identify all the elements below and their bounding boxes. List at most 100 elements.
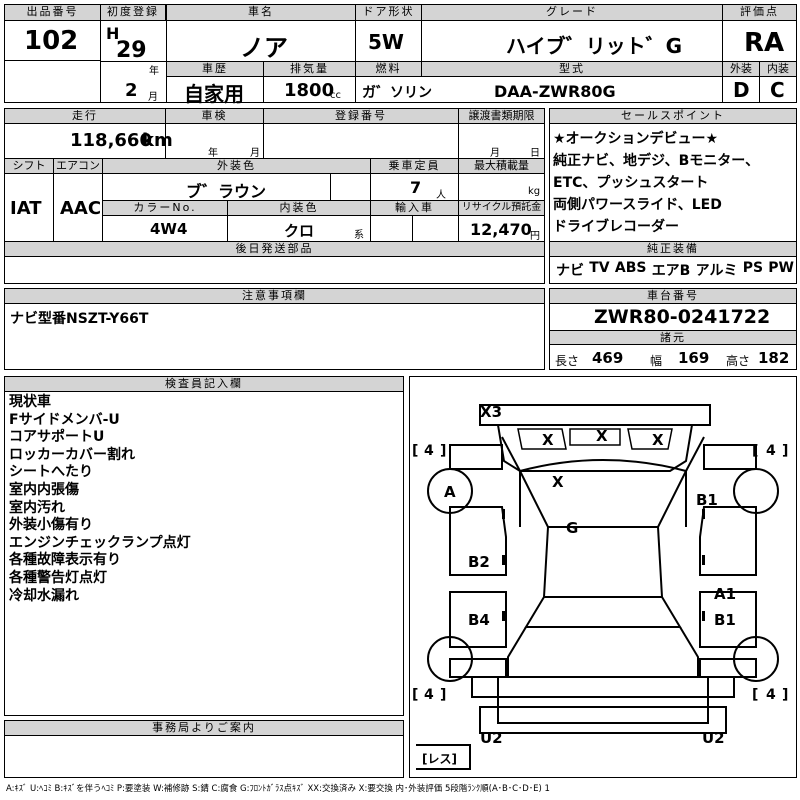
- door-type: 5W: [368, 30, 404, 54]
- equip-list: ナビ TV ABS エアB アルミ PS PW: [556, 260, 794, 280]
- sales-line: ドライブレコーダー: [553, 219, 679, 235]
- name-label: 車名: [166, 4, 356, 21]
- divider: [166, 4, 167, 62]
- shift-label: シフト: [4, 158, 54, 174]
- tire-label: 4: [766, 687, 776, 703]
- disp-unit: cc: [330, 90, 341, 101]
- tire-label: 4: [766, 443, 776, 459]
- displacement: 1800: [284, 80, 335, 101]
- sales-line: ETC、プッシュスタート: [553, 175, 709, 191]
- recycle-label: リサイクル預託金: [458, 200, 545, 216]
- office-label: 事務局よりご案内: [4, 720, 404, 736]
- equip-item: ナビ: [556, 263, 584, 279]
- transfer-day: 日: [530, 148, 540, 159]
- chassis-number: ZWR80-0241722: [594, 306, 771, 328]
- reg-year: 29: [116, 38, 147, 63]
- inspector-lines: 現状車 Fサイドメンバ-U コアサポートU ロッカーカバー割れ シートへたり 室…: [9, 394, 191, 605]
- bracket: ]: [440, 687, 446, 703]
- mileage-label: 走行: [4, 108, 166, 124]
- inspector-line: 各種故障表示有り: [9, 552, 121, 569]
- transfer-label: 譲渡書類期限: [458, 108, 545, 124]
- regno-label: 登録番号: [263, 108, 459, 124]
- equip-item: ABS: [614, 260, 647, 276]
- lot-label: 出品番号: [4, 4, 101, 21]
- interior-unit: 系: [354, 230, 364, 241]
- divider: [100, 4, 101, 103]
- inspector-line: Fサイドメンバ-U: [9, 411, 120, 428]
- reg-month: 2: [125, 80, 138, 101]
- equip-item: PW: [768, 260, 794, 276]
- ext-label: 外装: [722, 61, 760, 77]
- inspector-line: 各種警告灯点灯: [9, 569, 107, 586]
- history: 自家用: [184, 82, 244, 106]
- damage-mark-u2-right: U2: [702, 729, 725, 747]
- divider: [421, 4, 422, 62]
- interior-color: クロ: [284, 222, 315, 240]
- sales-line: ★オークションデビュー★: [553, 131, 719, 147]
- divider: [263, 108, 264, 159]
- grade: ハイブ゛リット゛G: [506, 34, 683, 58]
- car-name: ノア: [240, 34, 288, 62]
- mileage: 118,660: [70, 130, 152, 151]
- damage-mark-x-left: X: [542, 431, 554, 449]
- recycle-unit: 円: [530, 231, 540, 242]
- damage-mark-x-hood: X: [552, 473, 564, 491]
- length-label: 長さ: [555, 354, 580, 368]
- later-parts-label: 後日発送部品: [4, 241, 545, 257]
- damage-mark-x-right: X: [652, 431, 664, 449]
- capacity: 7: [410, 178, 422, 197]
- width: 169: [678, 349, 710, 367]
- equip-item: TV: [589, 260, 610, 276]
- damage-mark-b1-top: B1: [696, 491, 718, 509]
- inspector-line: 室内内張傷: [9, 481, 79, 498]
- damage-mark-x-mid: X: [596, 427, 608, 445]
- inspector-line: 外装小傷有り: [9, 517, 93, 534]
- divider: [166, 61, 167, 103]
- reg-month-unit: 月: [148, 92, 158, 103]
- length: 469: [592, 349, 624, 367]
- notes-label: 注意事項欄: [4, 288, 545, 304]
- bracket: [: [752, 687, 758, 703]
- damage-mark-g: G: [566, 519, 578, 537]
- equip-item: アルミ: [695, 263, 738, 279]
- inspector-line: コアサポートU: [9, 429, 105, 446]
- dims-label: 諸元: [549, 330, 797, 345]
- equip-item: エアB: [651, 263, 691, 279]
- divider: [458, 108, 459, 159]
- divider: [4, 60, 101, 61]
- inspector-line: ロッカーカバー割れ: [9, 446, 135, 463]
- int-label: 内装: [759, 61, 797, 77]
- divider: [355, 61, 356, 103]
- height-label: 高さ: [726, 354, 751, 368]
- color-label: 外装色: [102, 158, 371, 174]
- sales-line: 純正ナビ、地デジ、Bモニター、: [553, 153, 760, 169]
- reg-era: H: [106, 24, 120, 43]
- fuel-label: 燃料: [355, 61, 422, 77]
- score-label: 評価点: [722, 4, 797, 21]
- divider: [412, 216, 413, 242]
- inspect-year: 年: [208, 148, 218, 159]
- color: ブ゛ラウン: [186, 182, 267, 201]
- damage-mark-x3: X3: [480, 403, 502, 421]
- damage-mark-u2-left: U2: [480, 729, 503, 747]
- load-unit: kg: [528, 186, 541, 197]
- damage-mark-b2: B2: [468, 553, 490, 571]
- legend: A:ｷｽﾞ U:ﾍｺﾐ B:ｷｽﾞを伴うﾍｺﾐ P:要塗装 W:補修跡 S:錆 …: [6, 784, 550, 794]
- sales-lines: ★オークションデビュー★ 純正ナビ、地デジ、Bモニター、 ETC、プッシュスター…: [553, 128, 759, 238]
- inspector-line: 室内汚れ: [9, 499, 65, 516]
- divider: [53, 158, 54, 242]
- divider: [330, 174, 331, 200]
- damage-mark-a1: A1: [714, 585, 736, 603]
- ext-grade: D: [733, 78, 750, 102]
- interior-label: 内装色: [227, 200, 371, 216]
- cap-label: 乗車定員: [370, 158, 459, 174]
- equip-label: 純正装備: [549, 241, 797, 257]
- divider: [722, 4, 723, 103]
- divider: [227, 200, 228, 242]
- inspector-line: 冷却水漏れ: [9, 587, 79, 604]
- divider: [263, 61, 264, 103]
- height: 182: [758, 349, 790, 367]
- inspect-label: 車検: [165, 108, 264, 124]
- damage-mark-b1-bottom: B1: [714, 611, 736, 629]
- grade-label: グレード: [421, 4, 723, 21]
